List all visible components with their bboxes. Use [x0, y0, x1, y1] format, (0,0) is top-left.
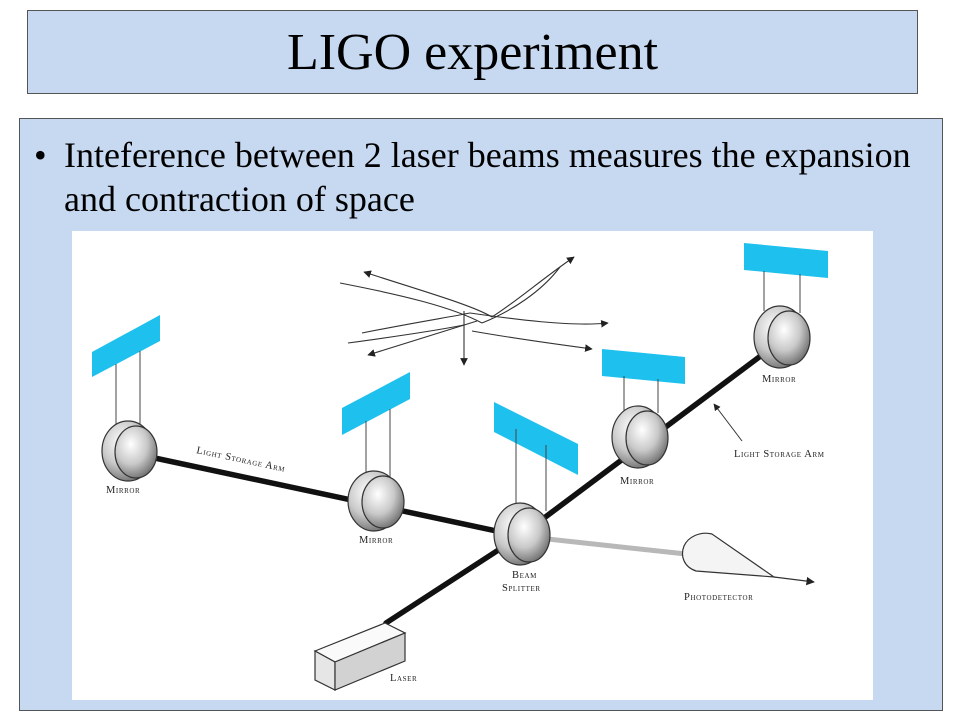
ligo-diagram: Mirror Light Storage Arm Mirror Beam Spl…: [72, 231, 873, 700]
label-mirror-left: Mirror: [106, 485, 140, 496]
photodetector: [681, 532, 815, 586]
label-mirror-far-right: Mirror: [762, 374, 796, 385]
beam-left-arm: [133, 451, 523, 539]
bullet-item: • Inteference between 2 laser beams meas…: [28, 133, 928, 221]
spacetime-distortion-lines: [339, 256, 609, 366]
mirror-far-right-plate: [744, 243, 828, 278]
arm-right-pointer: [713, 403, 743, 442]
label-arm-right: Light Storage Arm: [734, 449, 825, 460]
mirror-mid-left: [342, 372, 410, 532]
slide-title: LIGO experiment: [286, 23, 659, 81]
ligo-diagram-svg: Mirror Light Storage Arm Mirror Beam Spl…: [92, 243, 828, 691]
label-mirror-mid-right: Mirror: [620, 476, 654, 487]
label-laser: Laser: [390, 673, 417, 684]
bullet-dot: •: [34, 135, 47, 175]
laser-unit: [313, 622, 407, 691]
beam-splitter: [493, 402, 578, 566]
title-box: LIGO experiment: [27, 10, 918, 94]
label-photodetector: Photodetector: [684, 592, 753, 603]
label-mirror-mid-left: Mirror: [359, 535, 393, 546]
laser-beams: [133, 334, 789, 626]
label-beam-splitter-1: Beam: [512, 570, 537, 581]
label-beam-splitter-2: Splitter: [502, 583, 541, 594]
mirror-left: [92, 315, 160, 482]
mirror-mid-right: [602, 349, 685, 469]
mirror-mid-right-plate: [602, 349, 685, 384]
mirror-mid-left-plate: [342, 372, 410, 435]
bullet-text: Inteference between 2 laser beams measur…: [64, 135, 911, 219]
output-arrow: [773, 576, 815, 586]
mirror-far-right: [744, 243, 828, 369]
beam-splitter-plate: [494, 402, 578, 475]
mirror-left-plate: [92, 315, 160, 377]
